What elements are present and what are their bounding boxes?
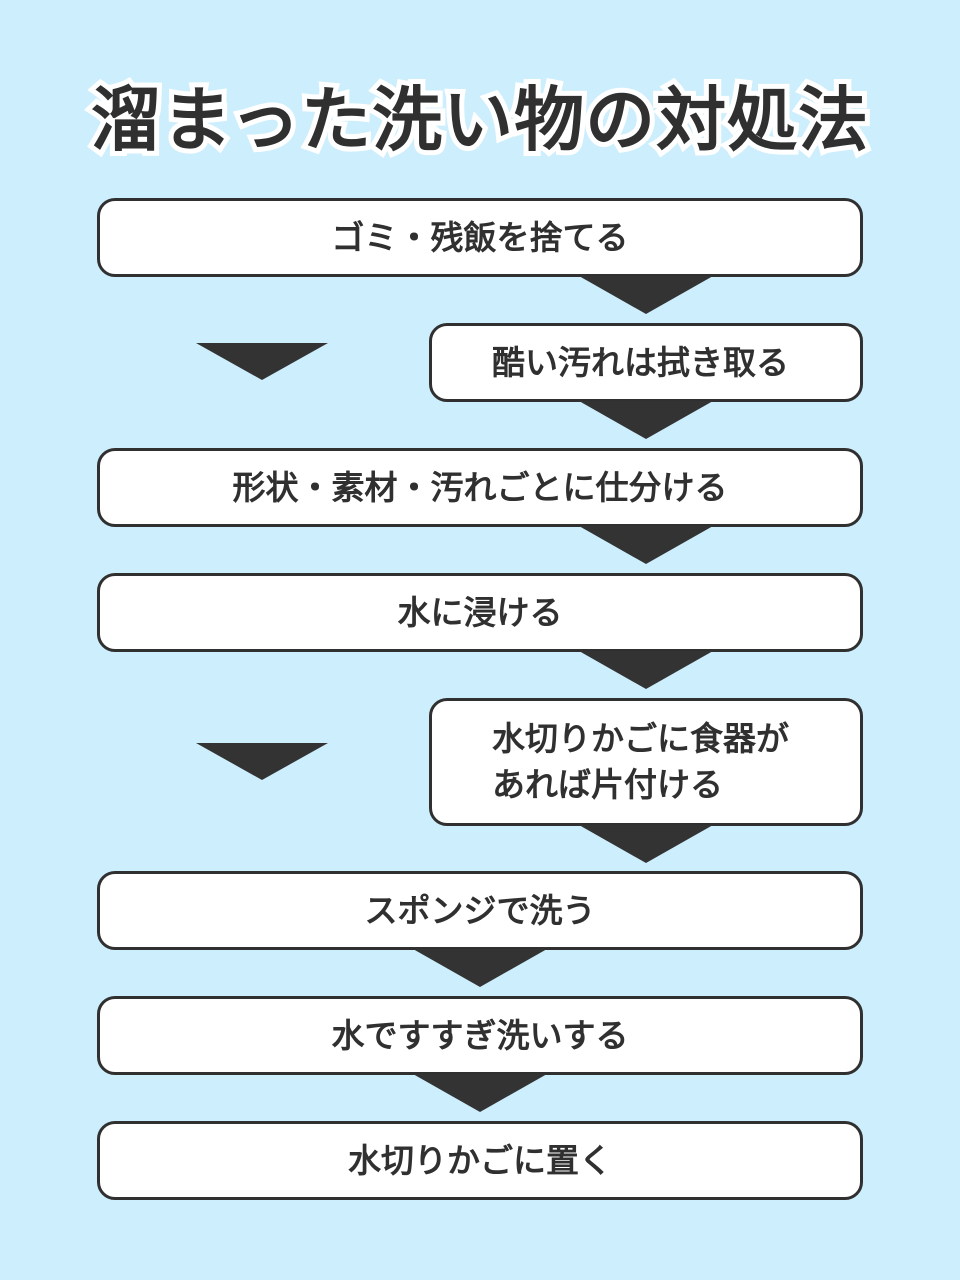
arrow-down-icon-1 (579, 276, 713, 314)
arrow-down-icon-2 (579, 401, 713, 439)
arrow-down-icon-7 (413, 1074, 547, 1112)
step-box-4: 水に浸ける (97, 573, 863, 652)
step-box-1: ゴミ・残飯を捨てる (97, 198, 863, 277)
page-title: 溜まった洗い物の対処法 (86, 75, 873, 165)
step-box-7: 水ですすぎ洗いする (97, 996, 863, 1075)
step-box-3: 形状・素材・汚れごとに仕分ける (97, 448, 863, 527)
side-arrow-icon-1 (196, 343, 328, 380)
arrow-down-icon-4 (579, 651, 713, 689)
step-label-5: 水切りかごに食器が あれば片付ける (492, 719, 789, 804)
arrow-down-icon-3 (579, 526, 713, 564)
step-label-1: ゴミ・残飯を捨てる (331, 217, 629, 257)
step-box-8: 水切りかごに置く (97, 1121, 863, 1200)
step-label-3: 形状・素材・汚れごとに仕分ける (232, 467, 728, 507)
side-arrow-icon-2 (196, 743, 328, 780)
step-label-8: 水切りかごに置く (348, 1140, 612, 1180)
arrow-down-icon-5 (579, 825, 713, 863)
step-label-4: 水に浸ける (397, 592, 563, 632)
step-box-6: スポンジで洗う (97, 871, 863, 950)
arrow-down-icon-6 (413, 949, 547, 987)
step-label-2: 酷い汚れは拭き取る (492, 342, 789, 382)
step-label-7: 水ですすぎ洗いする (331, 1015, 629, 1055)
step-label-6: スポンジで洗う (364, 890, 596, 930)
step-box-5: 水切りかごに食器が あれば片付ける (429, 698, 863, 826)
step-box-2: 酷い汚れは拭き取る (429, 323, 863, 402)
